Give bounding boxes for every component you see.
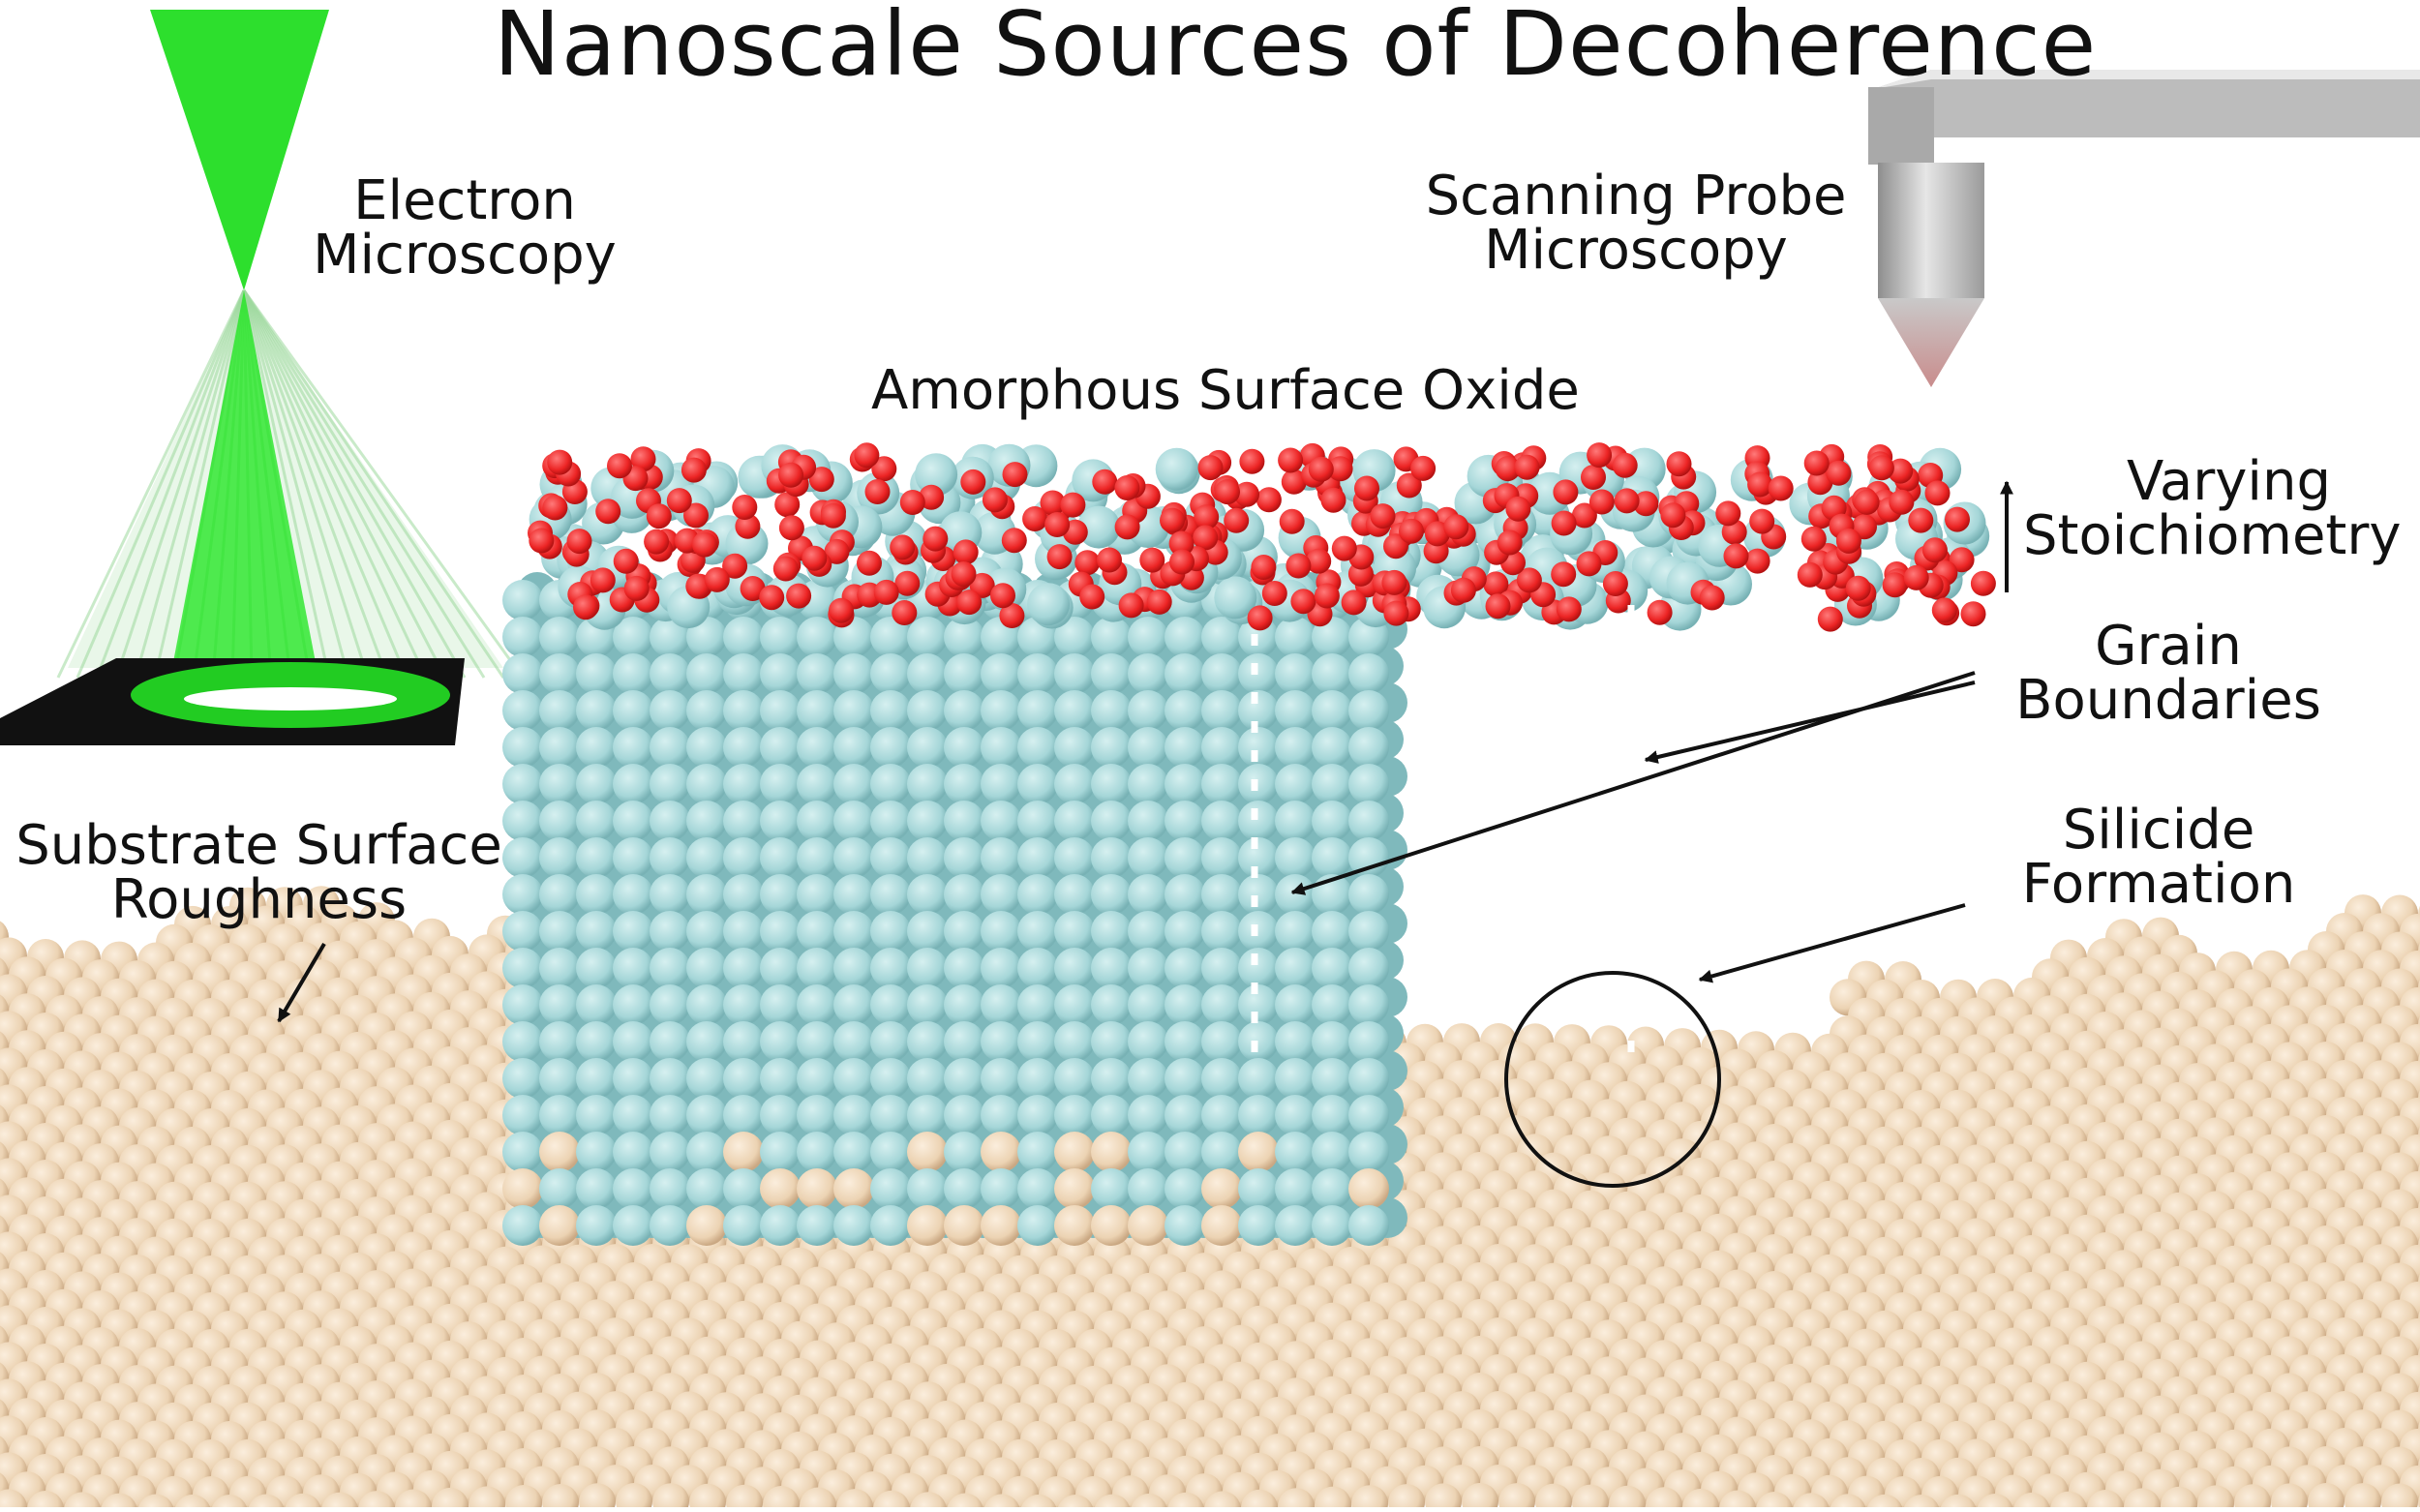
label-line: Electron [353,169,576,232]
grain-boundaries-label: Grain Boundaries [1975,620,2362,728]
silicide-circle [1504,971,1721,1188]
roughness-arrow [277,942,326,1023]
silicide-arrow [1698,903,1966,983]
label-line: Boundaries [2015,669,2321,732]
figure-title: Nanoscale Sources of Decoherence [494,0,2098,96]
scanning-probe-microscopy-label: Scanning Probe Microscopy [1404,169,1868,278]
silicide-formation-label: Silicide Formation [1975,803,2343,912]
label-line: Roughness [110,868,408,931]
label-line: Scanning Probe [1425,165,1847,227]
label-line: Grain [2095,615,2242,678]
amorphous-surface-oxide-label: Amorphous Surface Oxide [871,359,1580,422]
substrate-surface-roughness-label: Substrate Surface Roughness [0,819,518,927]
substrate-atoms [0,886,2420,1512]
film-atoms [502,572,1407,1246]
grain-boundary-arrow [1644,680,1976,764]
electron-microscopy-label: Electron Microscopy [290,174,639,283]
label-line: Formation [2021,853,2296,916]
varying-stoichiometry-label: Varying Stoichiometry [2023,455,2415,563]
oxide-atoms [528,442,1996,632]
label-line: Silicide [2062,799,2255,862]
label-line: Substrate Surface [15,814,502,877]
electron-beam-icon [0,10,525,745]
label-line: Microscopy [313,224,617,287]
label-line: Stoichiometry [2023,504,2402,567]
label-line: Microscopy [1484,219,1788,282]
label-line: Varying [2126,450,2332,513]
scanning-probe-tip-icon [1868,70,2420,387]
